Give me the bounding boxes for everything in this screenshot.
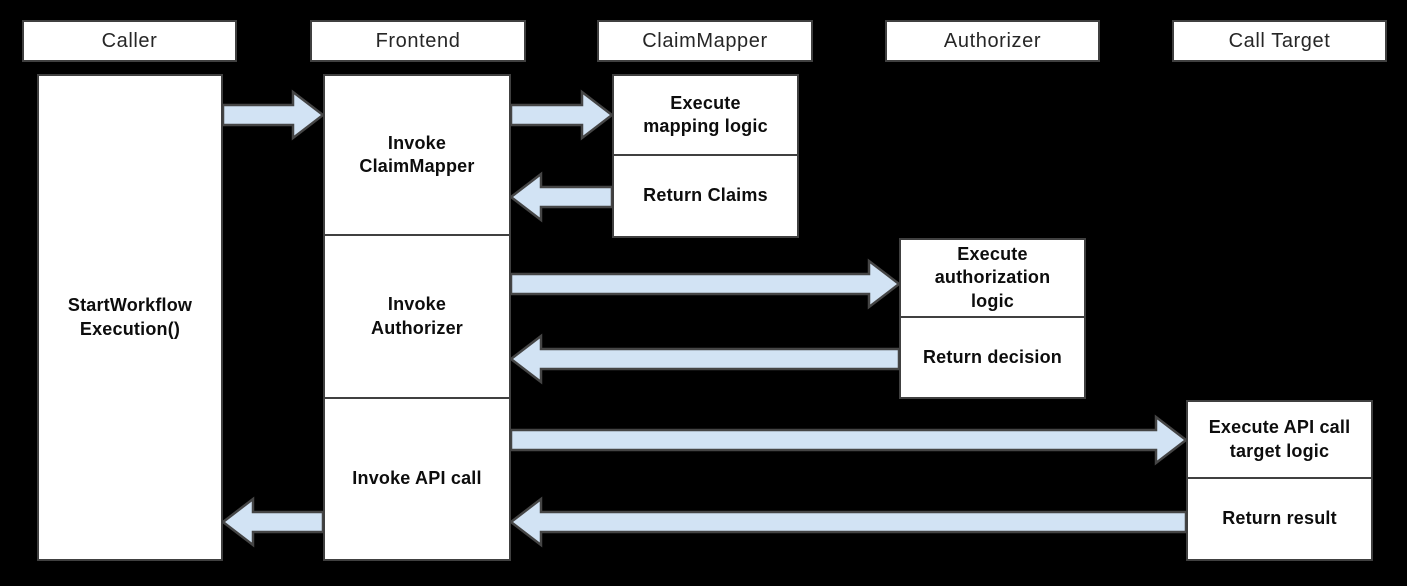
box-invoke-claimmapper: Invoke ClaimMapper (323, 74, 511, 236)
arrow-frontend-to-authorizer (509, 258, 902, 310)
box-invoke-authorizer: Invoke Authorizer (323, 236, 511, 399)
arrow-caller-to-frontend (221, 89, 326, 141)
arrow-claimmapper-to-frontend (508, 171, 614, 223)
box-execute-mapping-logic: Execute mapping logic (612, 74, 799, 156)
lifeline-header-calltarget: Call Target (1172, 20, 1387, 62)
arrow-frontend-to-caller (220, 496, 325, 548)
box-return-result: Return result (1186, 479, 1373, 561)
box-return-decision: Return decision (899, 318, 1086, 399)
lifeline-header-claimmapper: ClaimMapper (597, 20, 813, 62)
box-execute-api-call-target-logic: Execute API call target logic (1186, 400, 1373, 479)
arrow-frontend-to-calltarget (509, 414, 1189, 466)
lifeline-header-authorizer: Authorizer (885, 20, 1100, 62)
arrow-calltarget-to-frontend (508, 496, 1188, 548)
box-invoke-api-call: Invoke API call (323, 399, 511, 561)
box-startworkflow-execution: StartWorkflow Execution() (37, 74, 223, 561)
arrow-authorizer-to-frontend (508, 333, 901, 385)
lifeline-header-caller: Caller (22, 20, 237, 62)
lifeline-header-frontend: Frontend (310, 20, 526, 62)
box-return-claims: Return Claims (612, 156, 799, 238)
arrow-frontend-to-claimmapper (509, 89, 615, 141)
box-execute-authorization-logic: Execute authorization logic (899, 238, 1086, 318)
